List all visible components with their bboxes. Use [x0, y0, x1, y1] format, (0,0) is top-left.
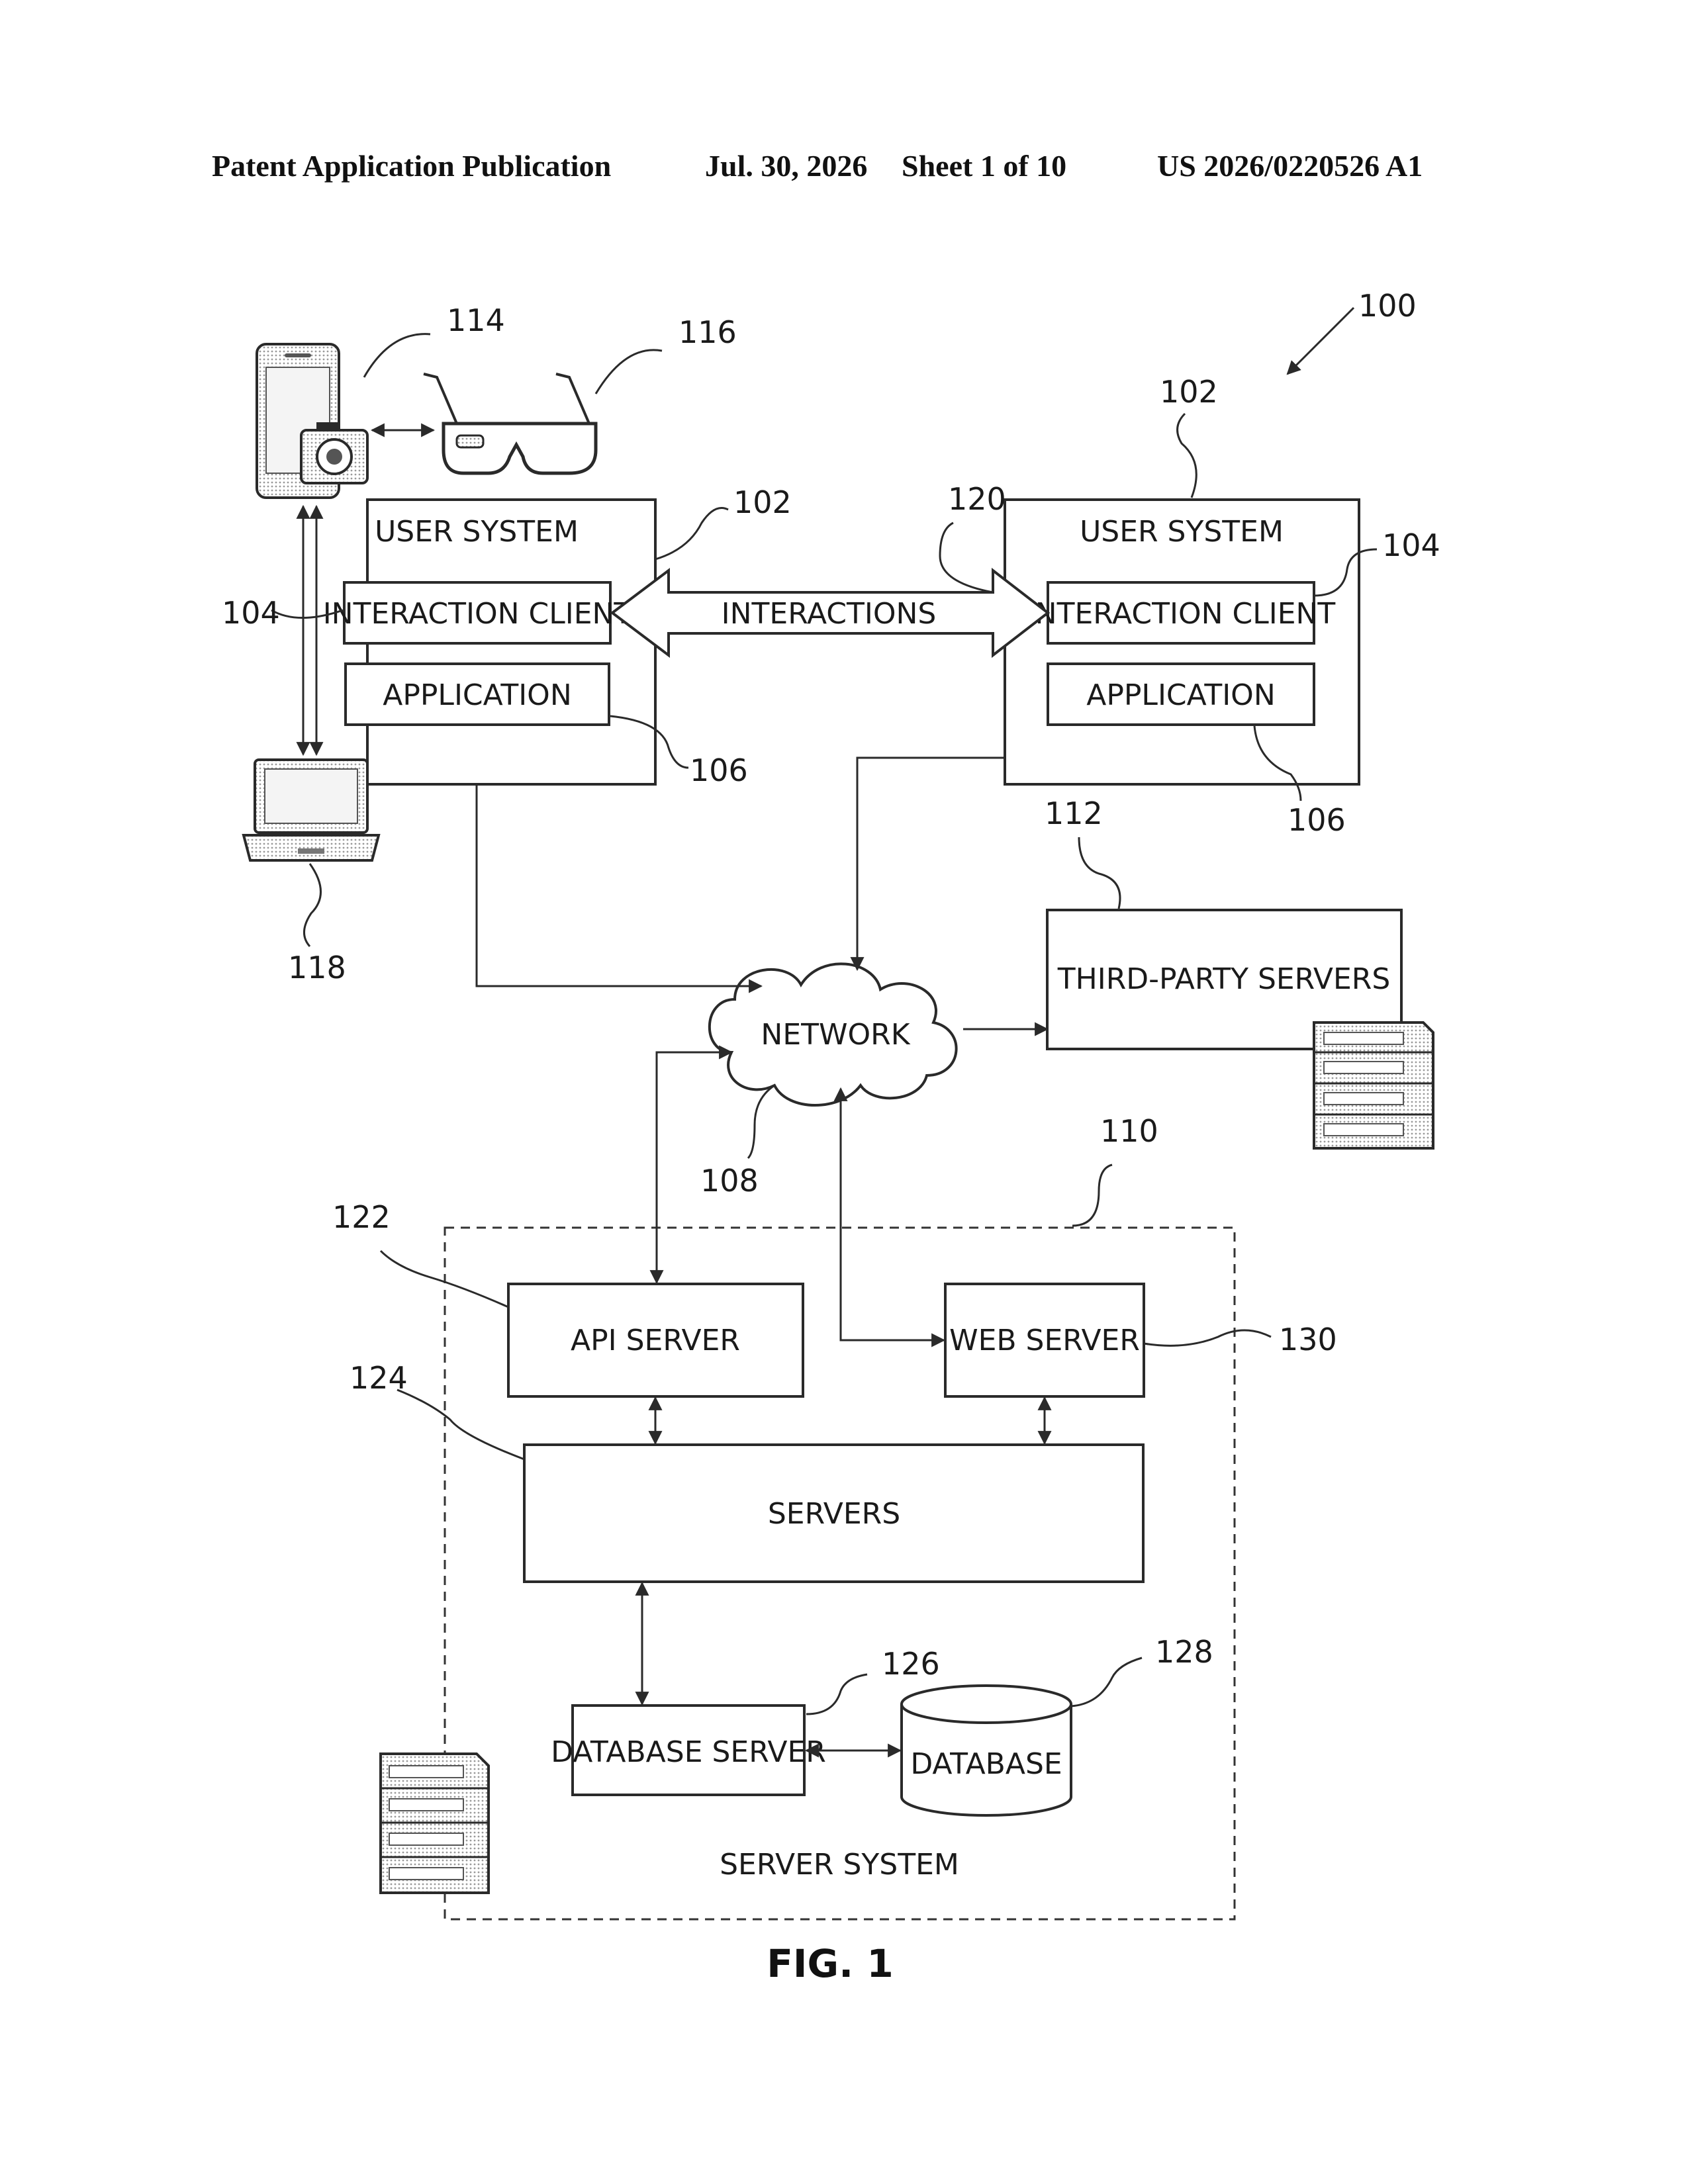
smart-glasses-icon	[424, 374, 596, 473]
ref-106-right: 106	[1288, 802, 1346, 838]
network-label: NETWORK	[761, 1018, 910, 1052]
database-label: DATABASE	[910, 1747, 1062, 1781]
third-party-servers-label: THIRD-PARTY SERVERS	[1057, 962, 1391, 996]
camera-icon	[301, 422, 367, 483]
ref-122: 122	[332, 1199, 391, 1235]
laptop-icon	[244, 760, 379, 860]
ref-114: 114	[447, 302, 505, 338]
ref-100: 100	[1358, 288, 1417, 324]
ref-104-left: 104	[222, 595, 280, 631]
server-rack-icon	[1314, 1023, 1433, 1148]
interactions-label: INTERACTIONS	[722, 597, 937, 631]
ref-110: 110	[1100, 1113, 1158, 1149]
application-left-label: APPLICATION	[383, 678, 571, 712]
figure-caption: FIG. 1	[767, 1941, 893, 1986]
ref-102-right: 102	[1160, 374, 1218, 410]
ref-116: 116	[679, 314, 737, 350]
interaction-client-left-label: INTERACTION CLIENT	[323, 597, 632, 631]
ref-124: 124	[350, 1360, 408, 1396]
ref-108: 108	[700, 1163, 759, 1199]
web-server-label: WEB SERVER	[949, 1324, 1140, 1357]
user-system-right-label: USER SYSTEM	[1080, 515, 1284, 549]
ref-126: 126	[882, 1646, 940, 1682]
server-system-label: SERVER SYSTEM	[720, 1848, 959, 1882]
application-right-label: APPLICATION	[1086, 678, 1275, 712]
server-rack-icon	[381, 1754, 489, 1893]
ref-130: 130	[1279, 1322, 1337, 1357]
ref-104-right: 104	[1382, 527, 1440, 563]
ref-120: 120	[948, 481, 1006, 517]
ref-106-left: 106	[690, 752, 748, 788]
ref-128: 128	[1155, 1634, 1213, 1670]
ref-112: 112	[1045, 796, 1103, 831]
api-server-label: API SERVER	[571, 1324, 740, 1357]
servers-label: SERVERS	[768, 1497, 900, 1531]
database-server-label: DATABASE SERVER	[551, 1735, 826, 1769]
interaction-client-right-label: INTERACTION CLIENT	[1027, 597, 1336, 631]
user-system-left-label: USER SYSTEM	[375, 515, 579, 549]
ref-118: 118	[288, 950, 346, 985]
ref-102-left: 102	[733, 484, 792, 520]
